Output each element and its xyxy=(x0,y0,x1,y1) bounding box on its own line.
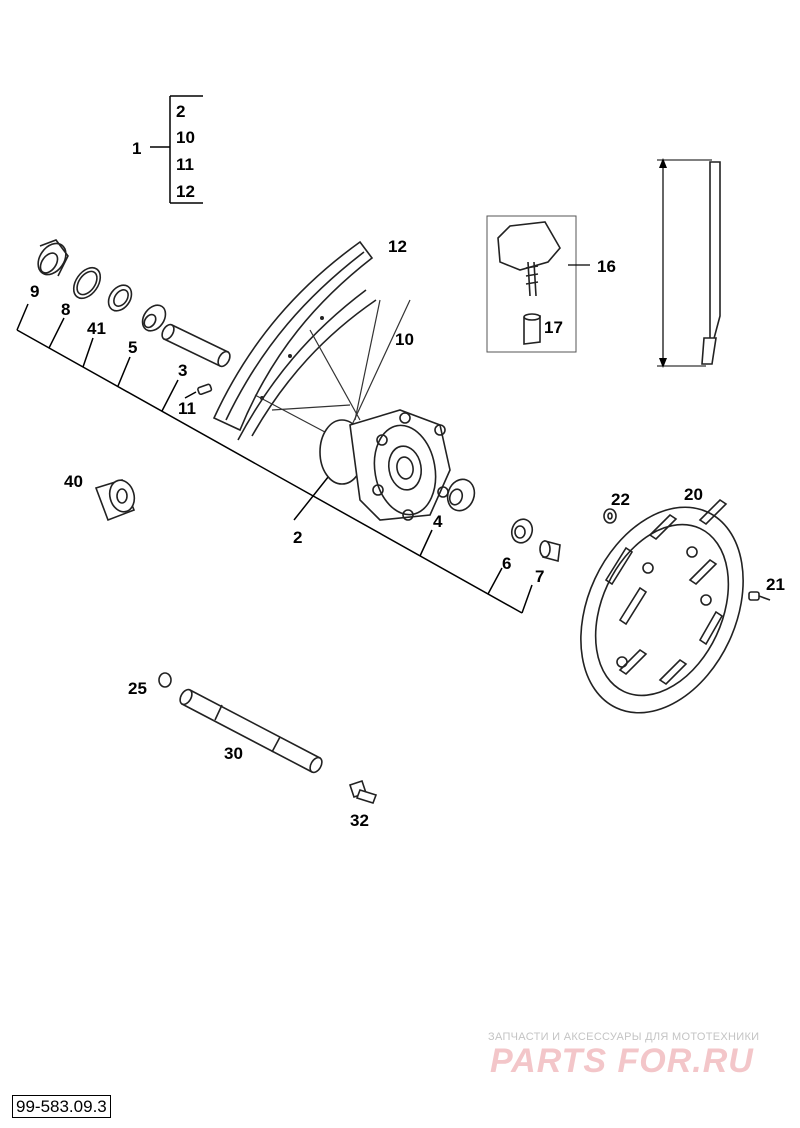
spoke-nipple-icon xyxy=(197,383,213,396)
group-member-label: 11 xyxy=(176,155,194,174)
part-label: 7 xyxy=(535,567,544,586)
group-member-label: 10 xyxy=(176,128,195,147)
group-member-label: 12 xyxy=(176,182,195,201)
valve-box xyxy=(486,215,590,353)
bolt-icon xyxy=(348,779,378,804)
washer-icon xyxy=(158,672,172,688)
part-label: 10 xyxy=(395,330,414,349)
part-label: 40 xyxy=(64,472,83,491)
circlip-icon xyxy=(107,284,133,312)
part-label: 5 xyxy=(128,338,137,357)
part-label: 4 xyxy=(433,512,443,531)
part-label: 16 xyxy=(597,257,616,276)
axle-icon xyxy=(179,688,323,774)
part-label: 25 xyxy=(128,679,147,698)
seal-icon xyxy=(510,518,534,544)
part-label: 21 xyxy=(766,575,785,594)
brake-disc-icon xyxy=(580,498,744,714)
seal-icon xyxy=(37,239,69,277)
screw-icon xyxy=(748,591,771,601)
rim-icon xyxy=(212,240,377,441)
part-label: 3 xyxy=(178,361,187,380)
part-label: 12 xyxy=(388,237,407,256)
nut-icon xyxy=(603,508,617,524)
spoke-length-icon xyxy=(657,158,721,368)
wheel-hub-icon xyxy=(319,409,451,521)
o-ring-icon xyxy=(72,266,102,300)
part-label: 41 xyxy=(87,319,106,338)
bushing-icon xyxy=(94,479,136,522)
assembly-line xyxy=(16,303,533,614)
part-label: 22 xyxy=(611,490,630,509)
bearing-icon xyxy=(446,478,476,512)
part-label: 9 xyxy=(30,282,39,301)
watermark-tagline: ЗАПЧАСТИ И АКСЕССУАРЫ ДЛЯ МОТОТЕХНИКИ xyxy=(488,1031,760,1043)
part-label: 2 xyxy=(293,528,302,547)
group-member-label: 2 xyxy=(176,102,185,121)
diagram-reference-number: 99-583.09.3 xyxy=(12,1095,111,1118)
part-label: 17 xyxy=(544,318,563,337)
part-label: 30 xyxy=(224,744,243,763)
watermark-logo: PARTS FOR.RU xyxy=(490,1042,754,1080)
part-label: 8 xyxy=(61,300,70,319)
part-label: 20 xyxy=(684,485,703,504)
group-main-label: 1 xyxy=(132,139,141,158)
group-bracket xyxy=(150,95,203,204)
spacer-icon xyxy=(539,539,561,563)
part-label: 11 xyxy=(178,399,196,418)
part-label: 32 xyxy=(350,811,369,830)
bearing-icon xyxy=(141,304,167,332)
part-label: 6 xyxy=(502,554,511,573)
spacer-tube-icon xyxy=(161,323,231,368)
